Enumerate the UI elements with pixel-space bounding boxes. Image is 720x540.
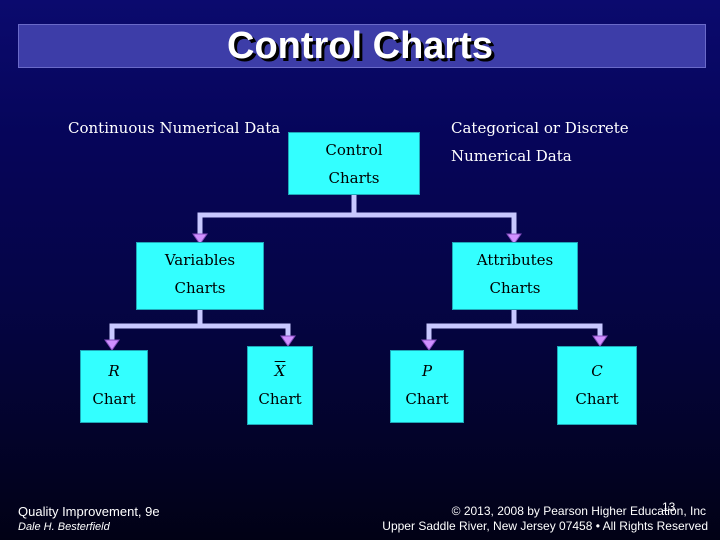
arrow-p-chart [421, 339, 437, 351]
x-bar-chart-label: Chart [258, 390, 302, 408]
footer-copyright: © 2013, 2008 by Pearson Higher Education… [451, 504, 706, 518]
control-charts-box: Control Charts [288, 132, 420, 195]
r-chart-label: Chart [92, 390, 136, 408]
control-charts-line-2: Charts [328, 169, 380, 187]
variables-charts-box: Variables Charts [136, 242, 264, 310]
attributes-line-2: Charts [489, 279, 541, 297]
slide-title: Control Charts [227, 25, 493, 67]
variables-line-2: Charts [174, 279, 226, 297]
arrow-variables [192, 233, 208, 245]
x-bar-symbol: X [274, 362, 286, 380]
discrete-data-line-2: Numerical Data [451, 147, 572, 165]
arrow-r-chart [104, 339, 120, 351]
p-chart-symbol: P [421, 362, 433, 380]
attributes-line-1: Attributes [476, 251, 554, 269]
c-chart-symbol: C [591, 362, 603, 380]
discrete-data-line-1: Categorical or Discrete [451, 119, 629, 137]
c-chart-box: C Chart [557, 346, 637, 425]
attributes-charts-box: Attributes Charts [452, 242, 578, 310]
discrete-data-label: Categorical or Discrete Numerical Data [451, 114, 629, 170]
arrow-x-chart [280, 335, 296, 347]
control-charts-line-1: Control [325, 141, 383, 159]
continuous-data-label: Continuous Numerical Data [68, 114, 280, 142]
footer-author: Dale H. Besterfield [18, 521, 110, 533]
continuous-data-text: Continuous Numerical Data [68, 119, 281, 137]
arrow-attributes [506, 233, 522, 245]
arrow-c-chart [592, 335, 608, 347]
p-chart-box: P Chart [390, 350, 464, 423]
title-bar [18, 24, 706, 68]
page-number: 13 [662, 500, 676, 514]
x-bar-chart-box: X Chart [247, 346, 313, 425]
footer-address: Upper Saddle River, New Jersey 07458 • A… [382, 519, 708, 533]
c-chart-label: Chart [575, 390, 619, 408]
r-chart-symbol: R [108, 362, 120, 380]
r-chart-box: R Chart [80, 350, 148, 423]
footer-book: Quality Improvement, 9e [18, 504, 160, 519]
p-chart-label: Chart [405, 390, 449, 408]
variables-line-1: Variables [164, 251, 236, 269]
